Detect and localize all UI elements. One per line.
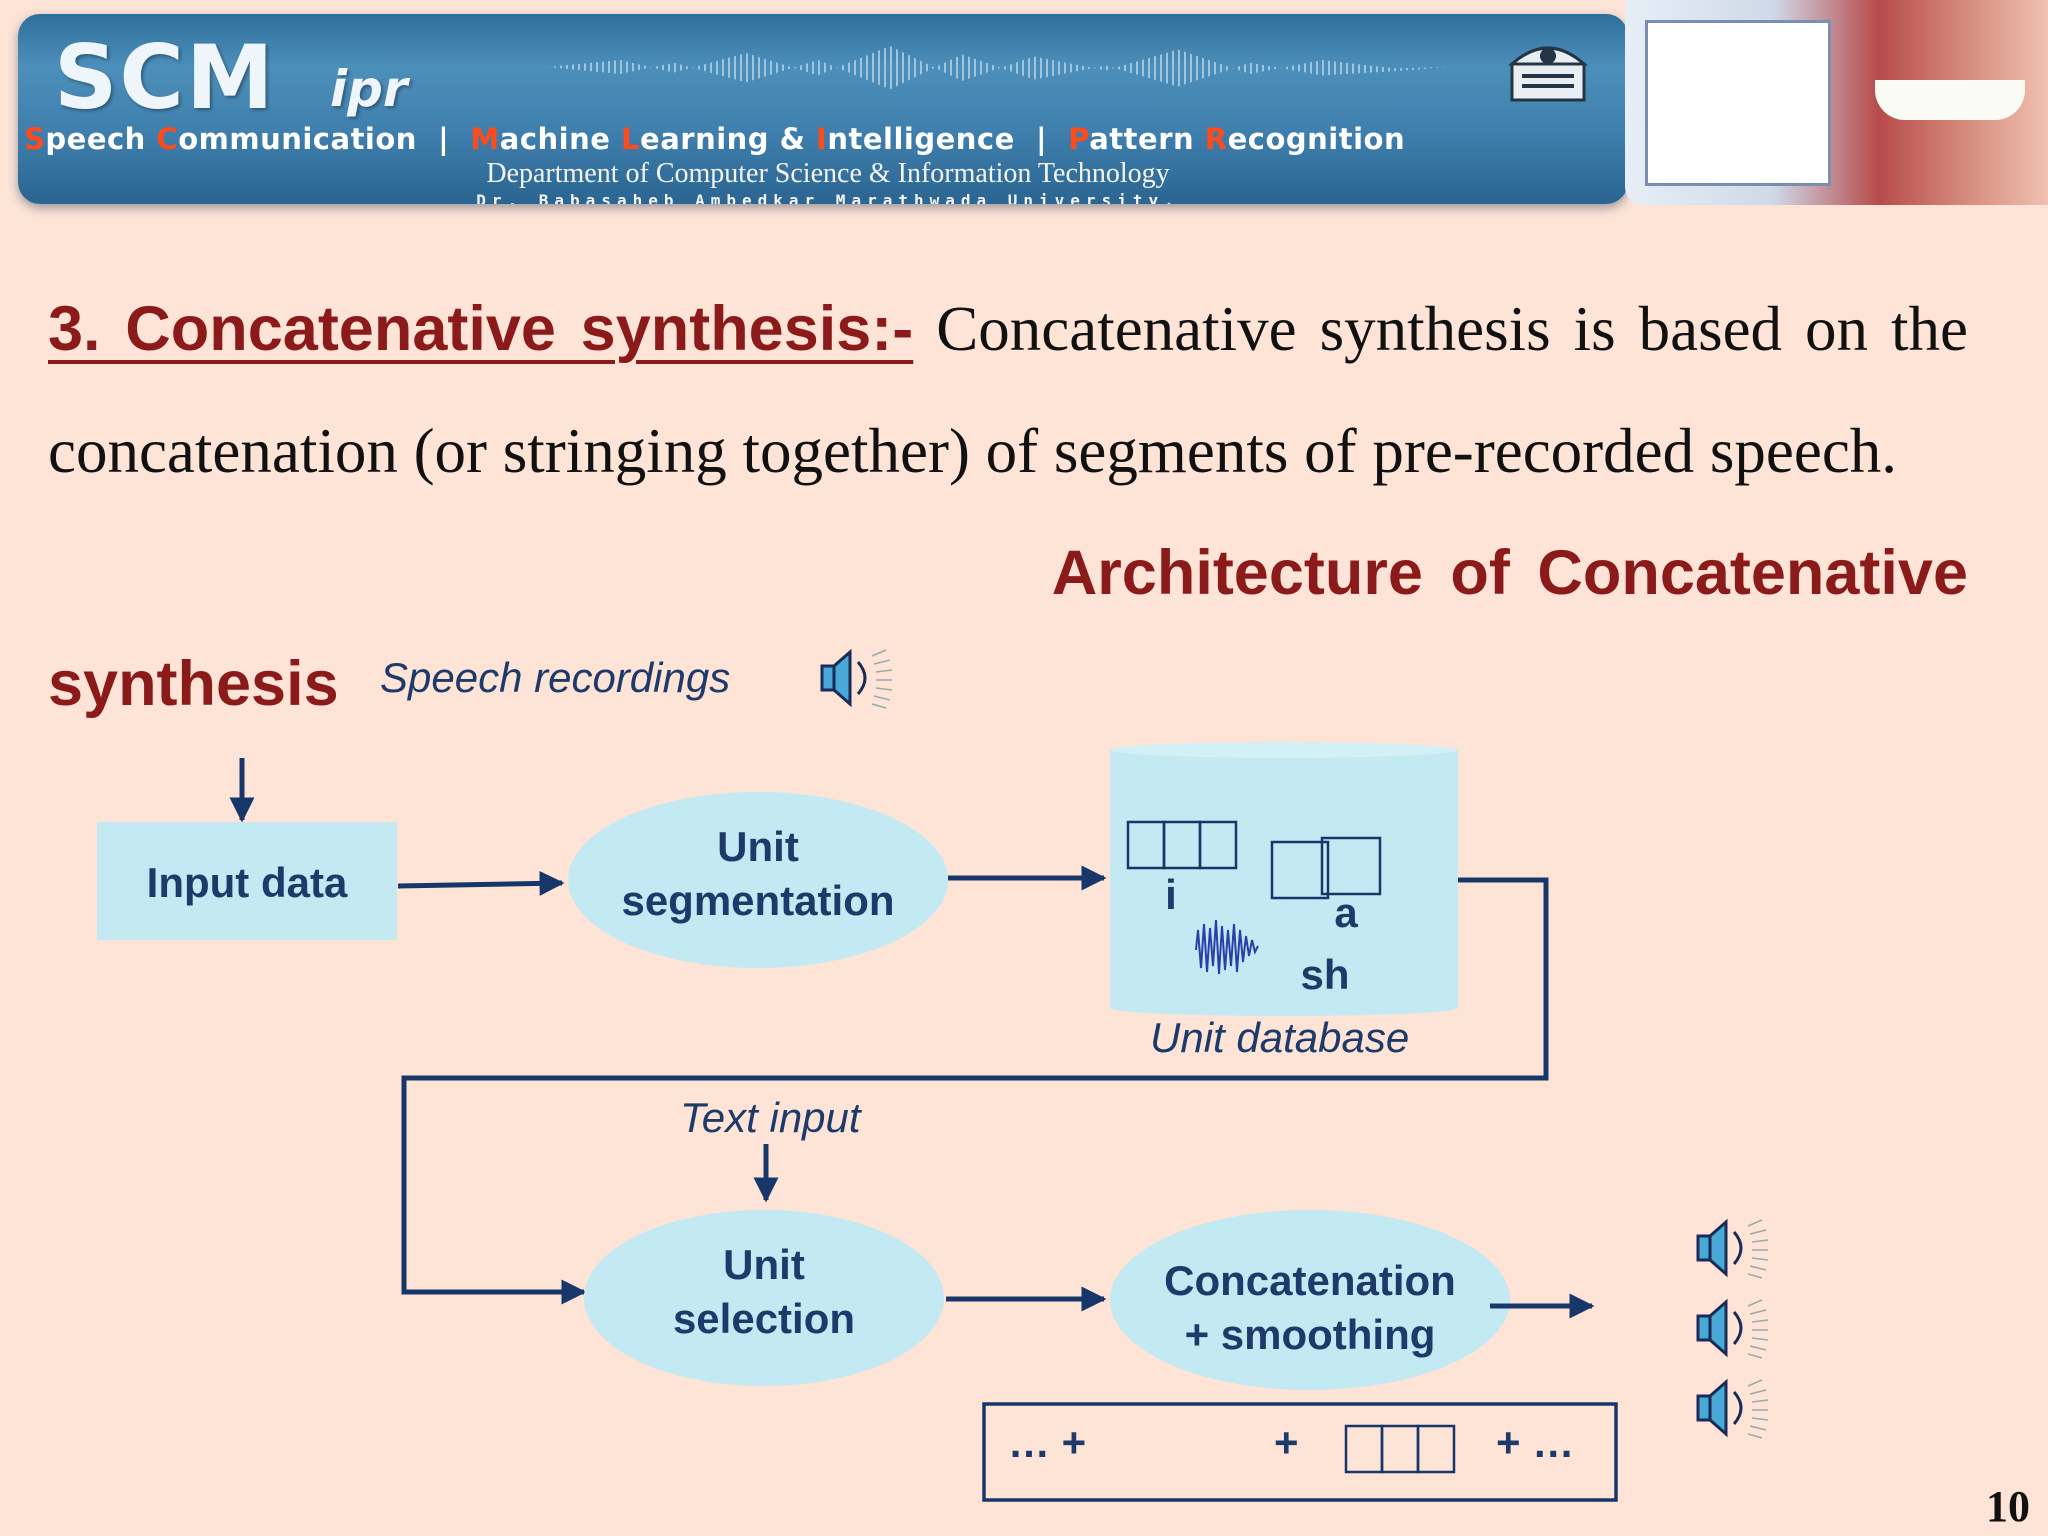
speaker-icon[interactable] — [1696, 1378, 1770, 1440]
university-emblem-icon — [1508, 46, 1588, 102]
tagline-word: earning & — [640, 122, 817, 156]
tagline-initial: R — [1204, 122, 1228, 156]
unit-database-cylinder — [1110, 742, 1458, 1016]
department-name: Department of Computer Science & Informa… — [486, 158, 1170, 189]
unit-waveform — [1195, 919, 1259, 975]
arrow-database-to-selection — [401, 877, 1549, 1305]
speaker-icon[interactable] — [1696, 1218, 1770, 1280]
tagline-word: ecognition — [1227, 122, 1406, 156]
sequence-box — [982, 1402, 1618, 1502]
unit-segmentation-line2: segmentation — [621, 877, 895, 924]
concatenation-line1: Concatenation — [1164, 1257, 1456, 1304]
tagline-initial: M — [470, 122, 500, 156]
unit-label-i: i — [1165, 871, 1177, 918]
university-name: Dr. Babasaheb Ambedkar Marathwada Univer… — [476, 191, 1180, 204]
sequence-start: … + — [1008, 1419, 1087, 1466]
input-data-box — [97, 822, 397, 940]
tagline-word: ommunication | — [178, 122, 471, 156]
brand-logo-suffix: ipr — [330, 60, 408, 118]
unit-selection-line1: Unit — [723, 1241, 805, 1288]
tagline-initial: I — [816, 122, 828, 156]
text-input-label: Text input — [680, 1094, 861, 1141]
speech-recordings-label: Speech recordings — [380, 654, 731, 701]
unit-selection-line2: selection — [672, 1295, 856, 1342]
brand-logo-text: SCM — [54, 26, 276, 129]
unit-label-a: a — [1334, 889, 1358, 936]
speaker-icon[interactable] — [820, 648, 894, 710]
section-heading: 3. Concatenative synthesis:- — [48, 294, 914, 364]
concatenation-node — [1110, 1210, 1510, 1390]
spectrogram-window — [1645, 20, 1831, 186]
tagline-word: peech — [45, 122, 157, 156]
concatenation-line2: + smoothing — [1184, 1311, 1436, 1358]
input-data-label: Input data — [146, 859, 348, 906]
concatenation-label: Concatenation + smoothing — [1110, 1254, 1510, 1362]
tagline-initial: C — [156, 122, 179, 156]
tagline-initial: S — [24, 122, 46, 156]
unit-selection-label: Unit selection — [584, 1238, 944, 1346]
tagline-word: attern — [1089, 122, 1205, 156]
sequence-segment-boxes — [1344, 1424, 1456, 1474]
body-text: Concatenative synthesis is based on the … — [48, 294, 1968, 486]
unit-segmentation-label: Unit segmentation — [568, 820, 948, 928]
tagline-word: achine — [499, 122, 622, 156]
architecture-heading: Architecture of Concatenative — [1051, 538, 1968, 608]
speech-photo — [1625, 0, 2048, 205]
arrow-input-to-segmentation — [397, 870, 565, 896]
unit-segment-boxes — [1126, 820, 1382, 900]
unit-label-sh: sh — [1300, 951, 1350, 998]
header-banner: SCM ipr Speech Communication | Machine L… — [18, 14, 1628, 204]
tagline-word: ntelligence | — [827, 122, 1069, 156]
unit-segmentation-line1: Unit — [717, 823, 799, 870]
mouth-image — [1875, 80, 2025, 120]
page-number: 10 — [1986, 1482, 2030, 1531]
sequence-mid: + — [1274, 1419, 1299, 1466]
unit-segmentation-node — [568, 792, 948, 968]
tagline-initial: P — [1068, 122, 1090, 156]
sequence-end: + … — [1496, 1419, 1575, 1466]
unit-database-label: Unit database — [1150, 1014, 1410, 1061]
tagline-initial: L — [621, 122, 641, 156]
architecture-heading-end: synthesis — [48, 649, 339, 719]
unit-selection-node — [584, 1210, 944, 1386]
speaker-icon[interactable] — [1696, 1298, 1770, 1360]
slide-paragraph: 3. Concatenative synthesis:- Concatenati… — [48, 268, 1968, 634]
lab-tagline: Speech Communication | Machine Learning … — [24, 122, 1624, 156]
